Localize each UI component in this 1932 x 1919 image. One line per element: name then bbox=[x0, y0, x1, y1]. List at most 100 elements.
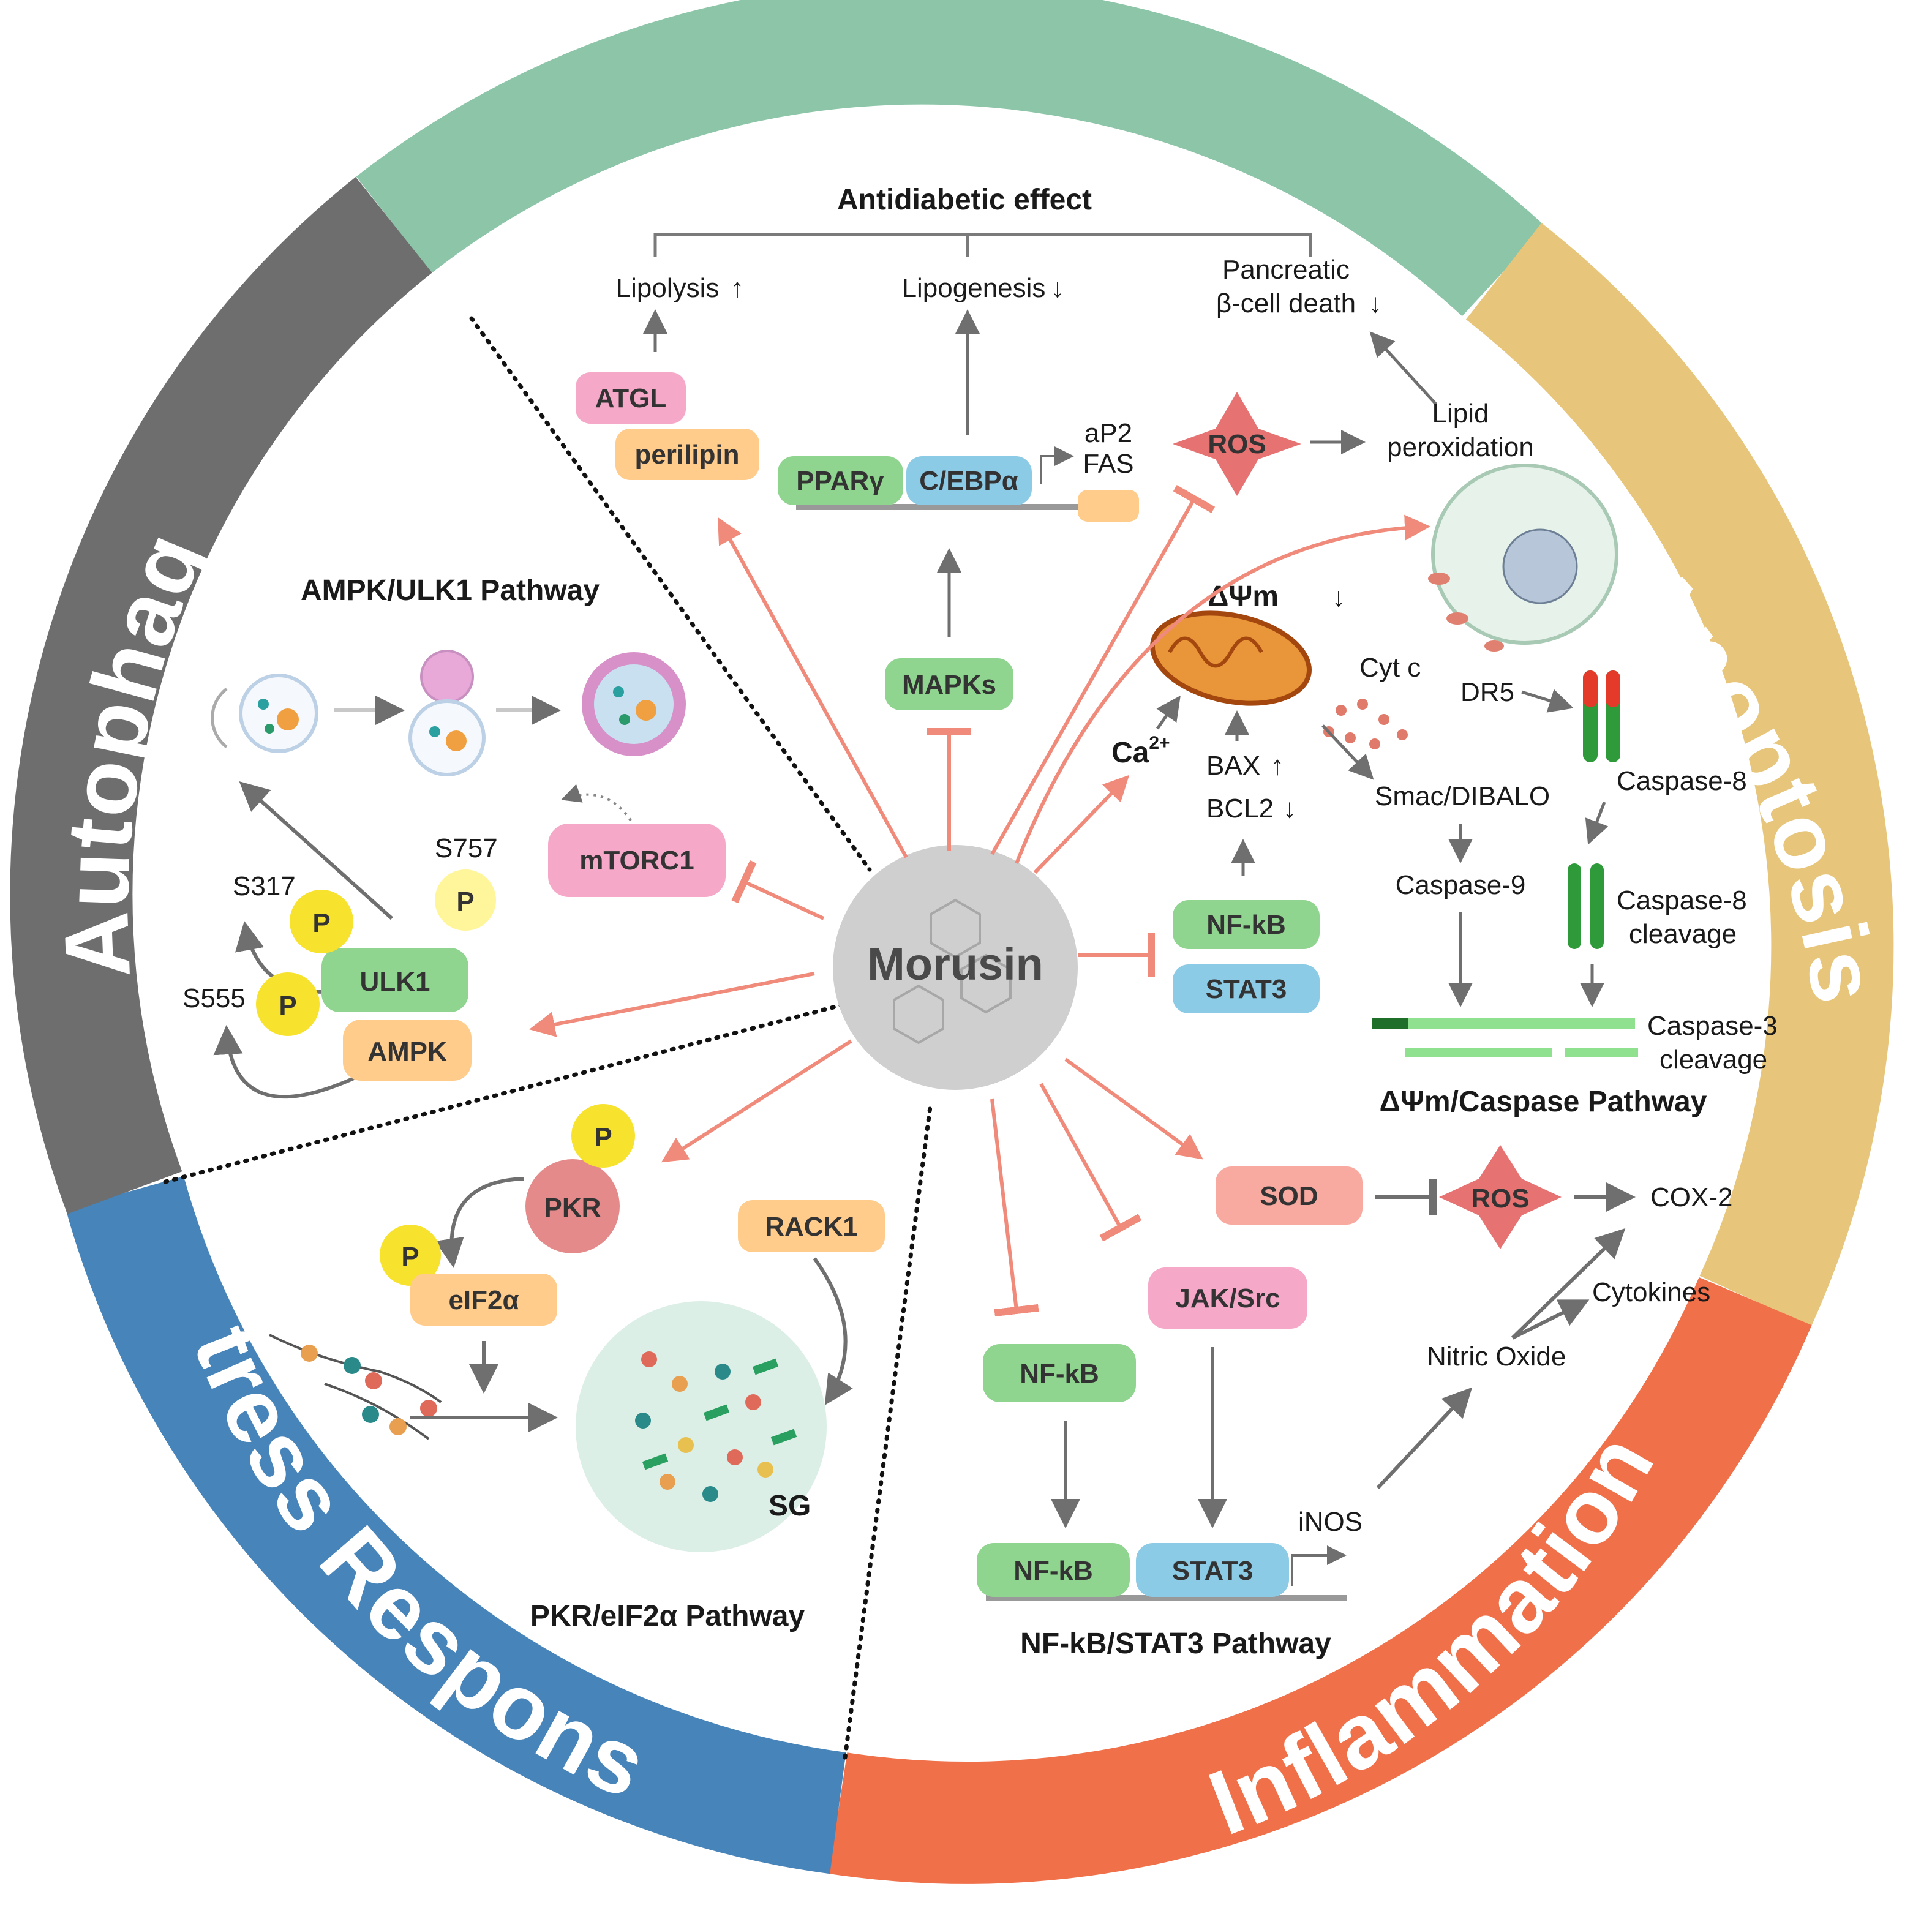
fas-label: FAS bbox=[1083, 449, 1133, 479]
atgl-box bbox=[576, 372, 686, 424]
arrow-to-sod bbox=[1064, 1057, 1203, 1160]
autophagosome-icon bbox=[239, 674, 318, 753]
ring-metabolism bbox=[356, 0, 1546, 317]
molecule-icon bbox=[893, 898, 1012, 1045]
phospho-label: P bbox=[401, 1242, 419, 1272]
stat3-box-apoptosis bbox=[1173, 964, 1320, 1013]
gene-box bbox=[1078, 490, 1139, 522]
inhibit-jak-src bbox=[1039, 1083, 1142, 1242]
ap2-label: aP2 bbox=[1084, 418, 1132, 448]
phospho-s317-icon bbox=[290, 890, 353, 953]
nfkb-stat3-title: NF-kB/STAT3 Pathway bbox=[1020, 1628, 1331, 1660]
caspase3-label-2: cleavage bbox=[1659, 1045, 1767, 1075]
ppar-label: PPARγ bbox=[796, 466, 884, 496]
dr5-label: DR5 bbox=[1460, 677, 1514, 707]
arrow-to-ampk bbox=[529, 972, 815, 1037]
arrow-to-cell bbox=[1015, 514, 1430, 865]
outer-ring bbox=[10, 0, 1894, 1884]
phospho-pkr-icon bbox=[571, 1104, 635, 1168]
mapks-label: MAPKs bbox=[902, 670, 996, 700]
pancreatic-label: Pancreatic bbox=[1222, 255, 1350, 285]
lipogenesis-label: Lipogenesis bbox=[902, 273, 1046, 303]
nitric-oxide-label: Nitric Oxide bbox=[1427, 1342, 1566, 1372]
mtorc1-box bbox=[548, 824, 726, 897]
s317-label: S317 bbox=[233, 871, 296, 901]
sod-box bbox=[1216, 1166, 1363, 1225]
stat3-label: STAT3 bbox=[1172, 1556, 1254, 1586]
ros-label-inflammation: ROS bbox=[1471, 1184, 1529, 1214]
dotted-dividers bbox=[163, 316, 933, 1760]
morusin-center: Morusin bbox=[833, 845, 1078, 1090]
phospho-s555-icon bbox=[256, 972, 320, 1036]
caspase8-label: Caspase-8 bbox=[1617, 766, 1747, 796]
caspase8-cleaved-icon bbox=[1568, 863, 1604, 949]
mtorc1-label: mTORC1 bbox=[579, 846, 694, 876]
apoptosis-panel: ΔΨm ↓ Cyt c Ca2+ BAX ↑ BCL2 ↓ NF-kB STAT… bbox=[1111, 464, 1778, 1118]
caspase-pathway-title: ΔΨm/Caspase Pathway bbox=[1380, 1086, 1707, 1118]
cytokines-label: Cytokines bbox=[1592, 1277, 1710, 1307]
arrow-to-mitochondria bbox=[1033, 775, 1130, 874]
stress-panel: PKR P P eIF2α RACK1 bbox=[269, 1104, 885, 1632]
caspase3-bars bbox=[1372, 1018, 1638, 1057]
cebp-box bbox=[906, 456, 1032, 505]
bracket-line bbox=[653, 233, 1312, 257]
bax-label: BAX bbox=[1206, 751, 1260, 781]
ros-star-inflammation bbox=[1439, 1145, 1562, 1249]
arrow-to-pkr bbox=[661, 1039, 852, 1163]
peroxidation-label: peroxidation bbox=[1387, 432, 1534, 462]
rack1-box bbox=[738, 1200, 885, 1252]
up-arrow-icon: ↑ bbox=[1271, 751, 1284, 781]
perilipin-box bbox=[615, 429, 759, 480]
inflammation-panel: SOD ROS COX-2 Cytokines Nitric Oxide JAK… bbox=[977, 1145, 1732, 1660]
ampk-label: AMPK bbox=[367, 1037, 447, 1067]
eif2a-label: eIF2α bbox=[448, 1285, 519, 1315]
metabolism-panel: Antidiabetic effect Lipolysis ↑ Lipogene… bbox=[576, 184, 1534, 710]
stat3-box bbox=[1136, 1543, 1289, 1597]
inhibit-ros bbox=[990, 484, 1216, 855]
ring-inflammation bbox=[829, 1277, 1812, 1884]
atgl-label: ATGL bbox=[595, 383, 667, 413]
nfkb-box bbox=[977, 1543, 1130, 1597]
nfkb-top-box bbox=[983, 1344, 1136, 1402]
cebp-label: C/EBPα bbox=[919, 466, 1018, 496]
nfkb-label: NF-kB bbox=[1013, 1556, 1093, 1586]
lipid-label: Lipid bbox=[1432, 399, 1489, 429]
granule-contents bbox=[635, 1351, 797, 1502]
nucleus-icon bbox=[1502, 528, 1578, 604]
ros-star bbox=[1173, 392, 1301, 496]
phospho-label: P bbox=[312, 908, 330, 938]
ulk1-box bbox=[321, 948, 468, 1012]
cox2-label: COX-2 bbox=[1650, 1182, 1732, 1212]
pkr-eif2a-title: PKR/eIF2α Pathway bbox=[530, 1600, 805, 1632]
sod-label: SOD bbox=[1260, 1181, 1318, 1211]
mapks-box bbox=[885, 658, 1013, 710]
caspase8-receptor-icon bbox=[1583, 670, 1620, 762]
nfkb-box-apoptosis bbox=[1173, 900, 1320, 949]
eif2a-box bbox=[410, 1274, 557, 1326]
arrow-to-lipolysis bbox=[718, 517, 908, 858]
down-arrow-icon: ↓ bbox=[1283, 794, 1296, 824]
down-arrow-icon: ↓ bbox=[1332, 582, 1345, 612]
ulk1-label: ULK1 bbox=[360, 967, 430, 997]
phagophore-icon bbox=[211, 688, 228, 748]
smac-label: Smac/DIBALO bbox=[1375, 781, 1550, 811]
bcl2-label: BCL2 bbox=[1206, 794, 1274, 824]
pkr-label: PKR bbox=[544, 1193, 601, 1223]
jak-src-box bbox=[1148, 1267, 1307, 1329]
dpsi-label: ΔΨm bbox=[1208, 580, 1279, 613]
caspase9-label: Caspase-9 bbox=[1396, 870, 1526, 900]
nfkb-top-label: NF-kB bbox=[1020, 1359, 1099, 1389]
calcium-label: Ca2+ bbox=[1111, 733, 1170, 769]
caspase3-label-1: Caspase-3 bbox=[1647, 1011, 1778, 1041]
beta-cell-death-label: β-cell death bbox=[1216, 288, 1356, 318]
mrna-strands-icon bbox=[269, 1334, 442, 1440]
sg-label: SG bbox=[769, 1490, 811, 1522]
phospho-label: P bbox=[594, 1122, 612, 1152]
mrna-beads bbox=[301, 1345, 437, 1435]
lysosome-icon bbox=[420, 650, 474, 704]
ring-stress bbox=[66, 1176, 846, 1874]
phospho-s757-icon bbox=[435, 869, 496, 931]
s757-label: S757 bbox=[435, 833, 498, 863]
